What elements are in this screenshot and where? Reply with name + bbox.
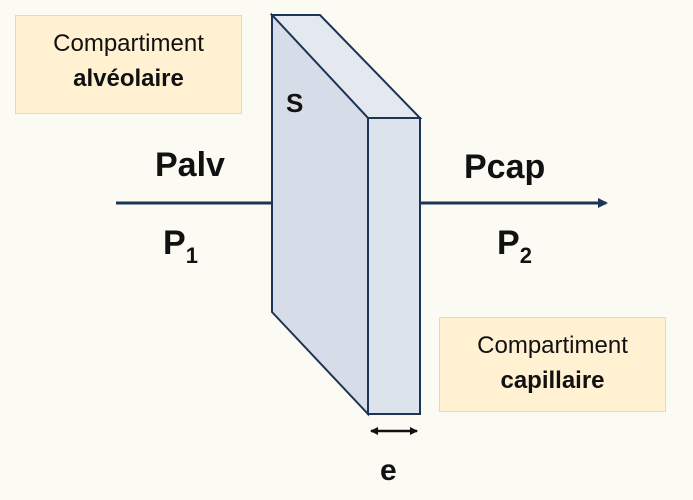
membrane-side-face xyxy=(367,117,421,415)
p2-subscript: 2 xyxy=(519,243,532,268)
p1-subscript: 1 xyxy=(185,243,198,268)
capillary-compartment-box: Compartiment capillaire xyxy=(439,317,666,412)
p1-base: P xyxy=(163,224,186,262)
pcap-label: Pcap xyxy=(464,148,546,186)
p2-base: P xyxy=(497,224,520,262)
p1-label: P1 xyxy=(163,224,198,267)
capillary-compartment-line2: capillaire xyxy=(500,367,605,394)
alveolar-compartment-line1: Compartiment xyxy=(53,30,204,57)
alveolar-compartment-box: Compartiment alvéolaire xyxy=(15,15,242,114)
membrane-slab xyxy=(269,12,423,417)
thickness-label: e xyxy=(380,454,397,487)
palv-label: Palv xyxy=(155,146,225,184)
alveolar-compartment-line2: alvéolaire xyxy=(73,65,184,92)
surface-label: S xyxy=(286,88,304,118)
p2-label: P2 xyxy=(497,224,532,267)
capillary-compartment-line1: Compartiment xyxy=(477,332,628,359)
